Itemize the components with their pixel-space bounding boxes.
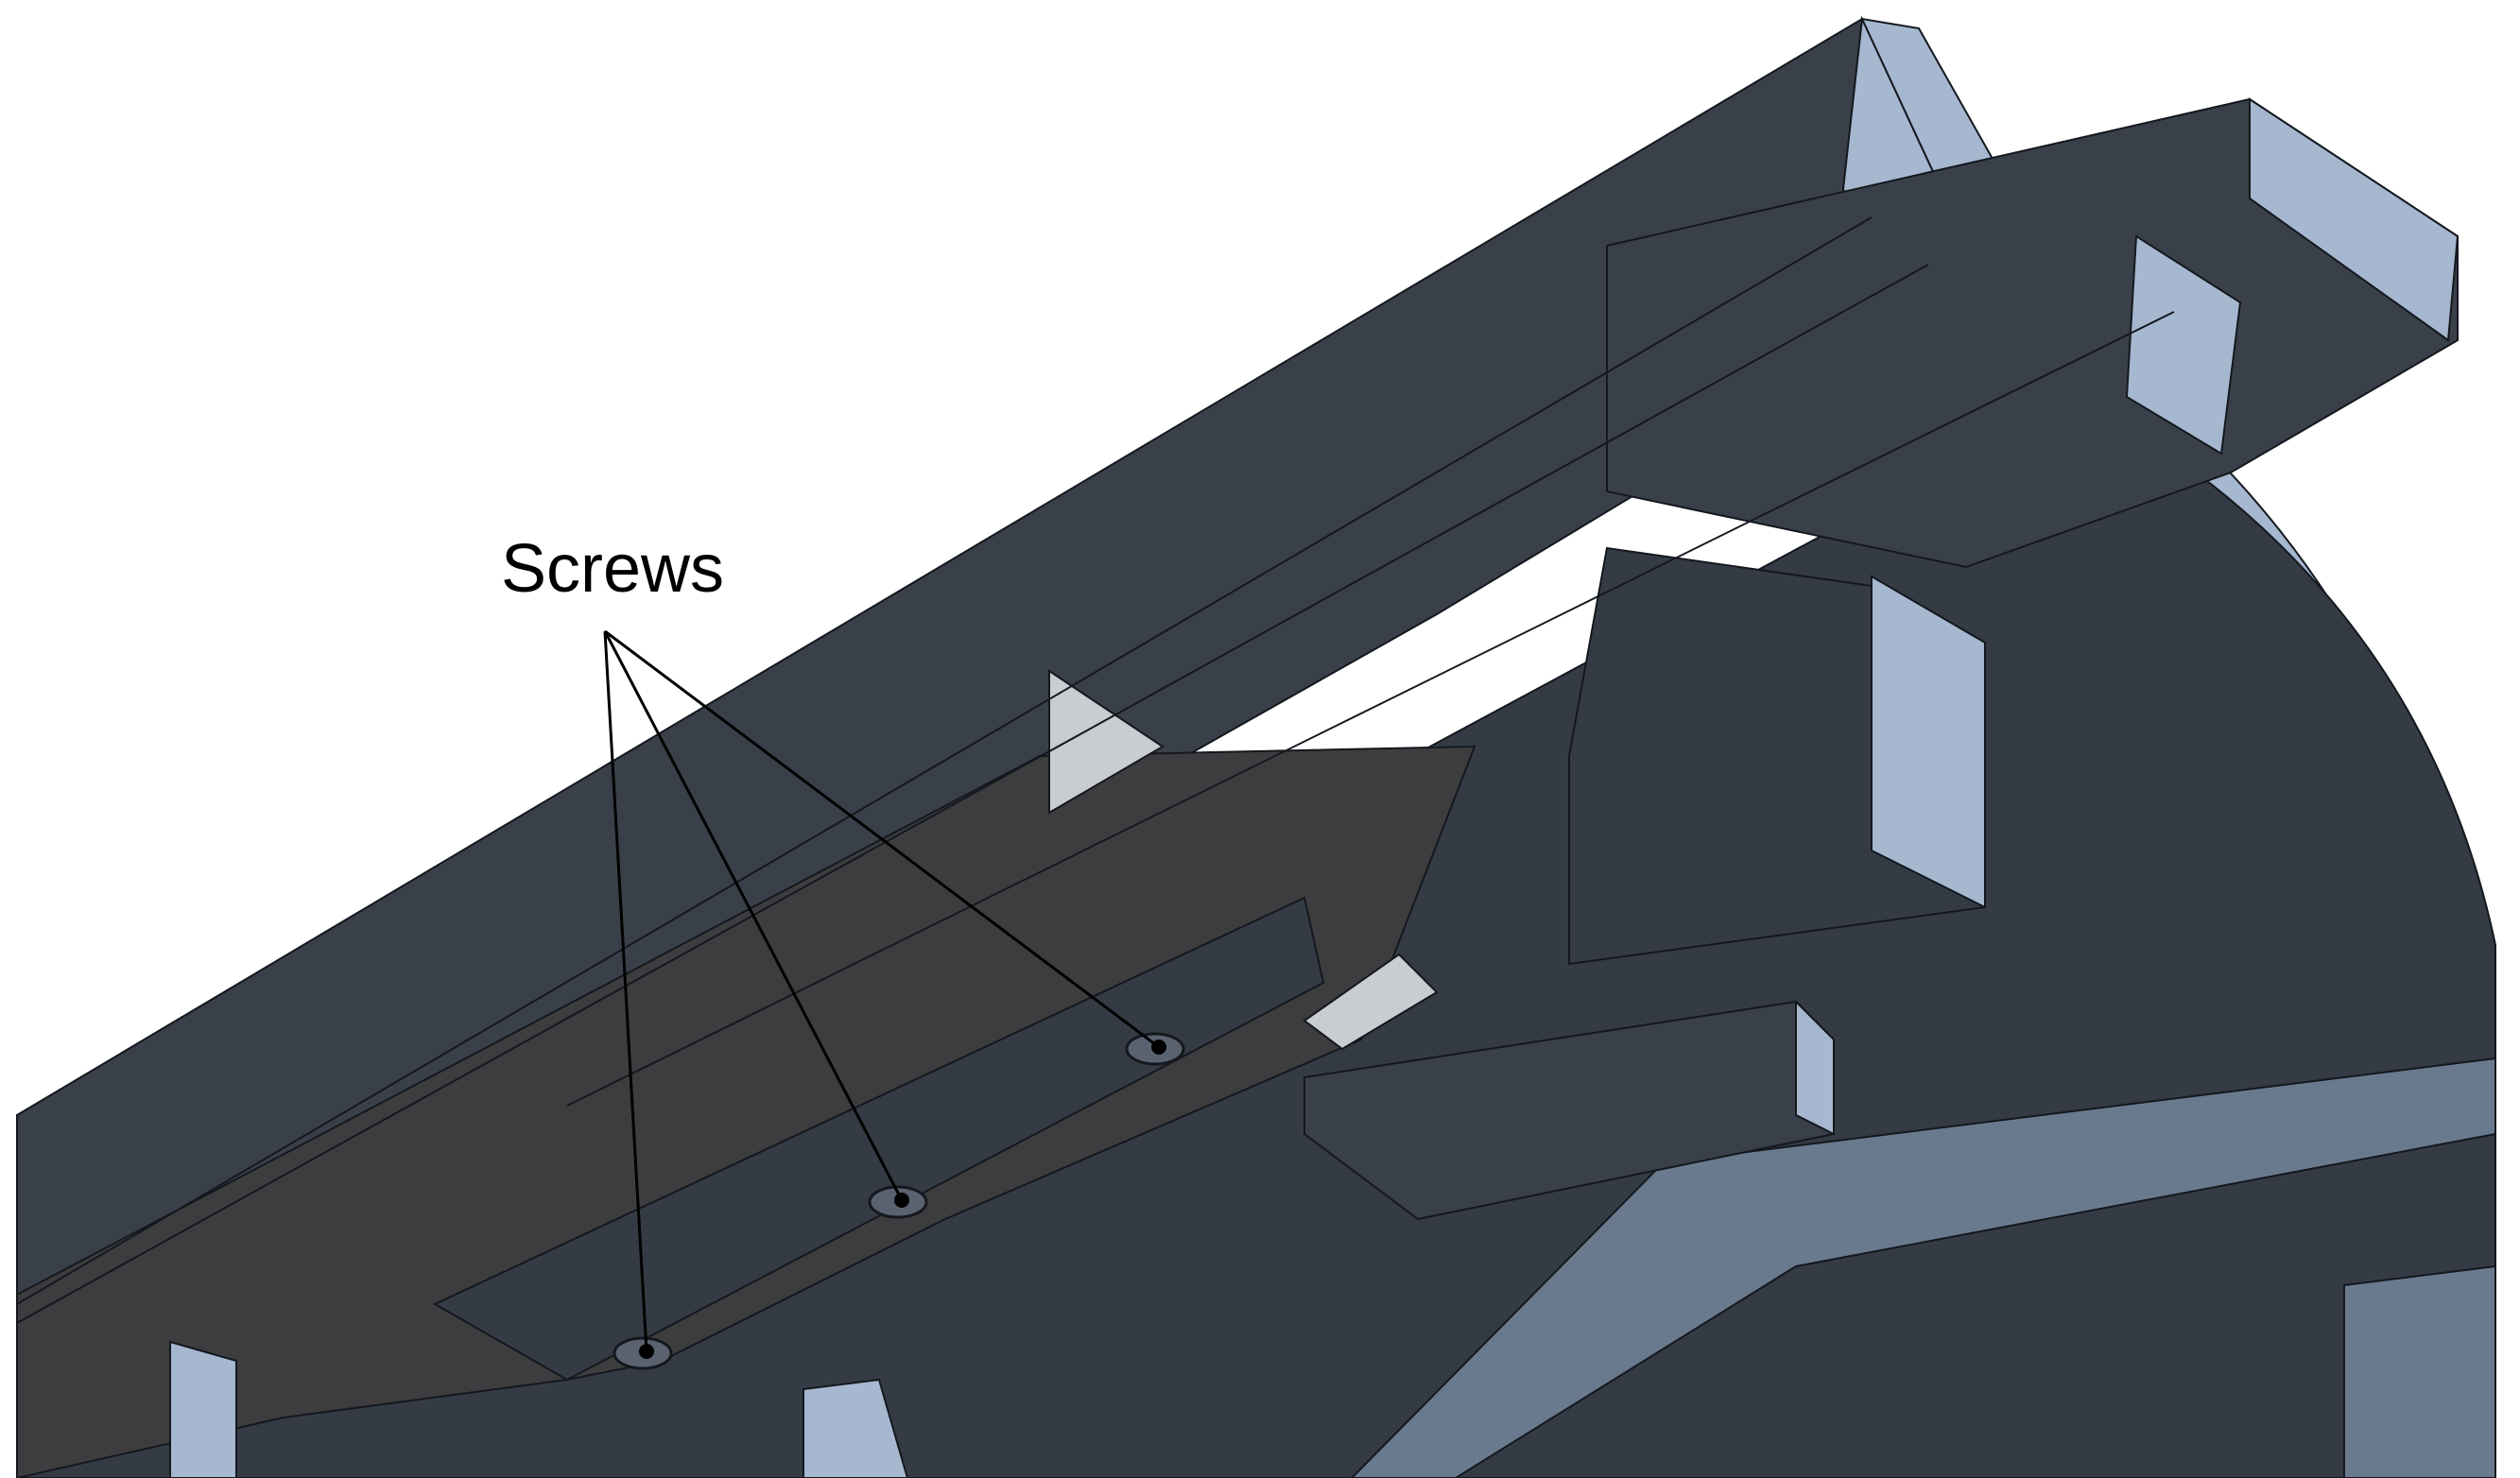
screw-group — [613, 1032, 1185, 1370]
leader-lines — [603, 629, 1160, 1352]
light-face-1 — [1048, 669, 1165, 815]
edge-line-2 — [16, 264, 1929, 1324]
leader-line — [603, 630, 648, 1352]
leader-line — [604, 629, 1160, 1049]
screw — [1125, 1032, 1185, 1066]
side-slot — [2343, 1264, 2496, 1478]
rail-arm-end — [2249, 97, 2460, 342]
callout-label: Screws — [501, 531, 725, 607]
screw — [613, 1336, 673, 1370]
edge-line-1 — [16, 216, 1873, 1305]
plate-ridge — [432, 896, 1325, 1382]
mounting-plate — [16, 745, 1476, 1478]
steel-rail — [1350, 1057, 2496, 1478]
leader-line — [603, 630, 904, 1201]
light-face-2 — [1303, 953, 1439, 1051]
screw — [868, 1185, 928, 1219]
middle-block-face — [1871, 575, 1986, 909]
lower-block-face — [1795, 999, 1835, 1136]
rail-arm-face — [2125, 234, 2242, 455]
lower-left-face — [169, 1340, 237, 1478]
lower-mid-face — [803, 1378, 909, 1478]
edge-line-3 — [566, 311, 2175, 1107]
